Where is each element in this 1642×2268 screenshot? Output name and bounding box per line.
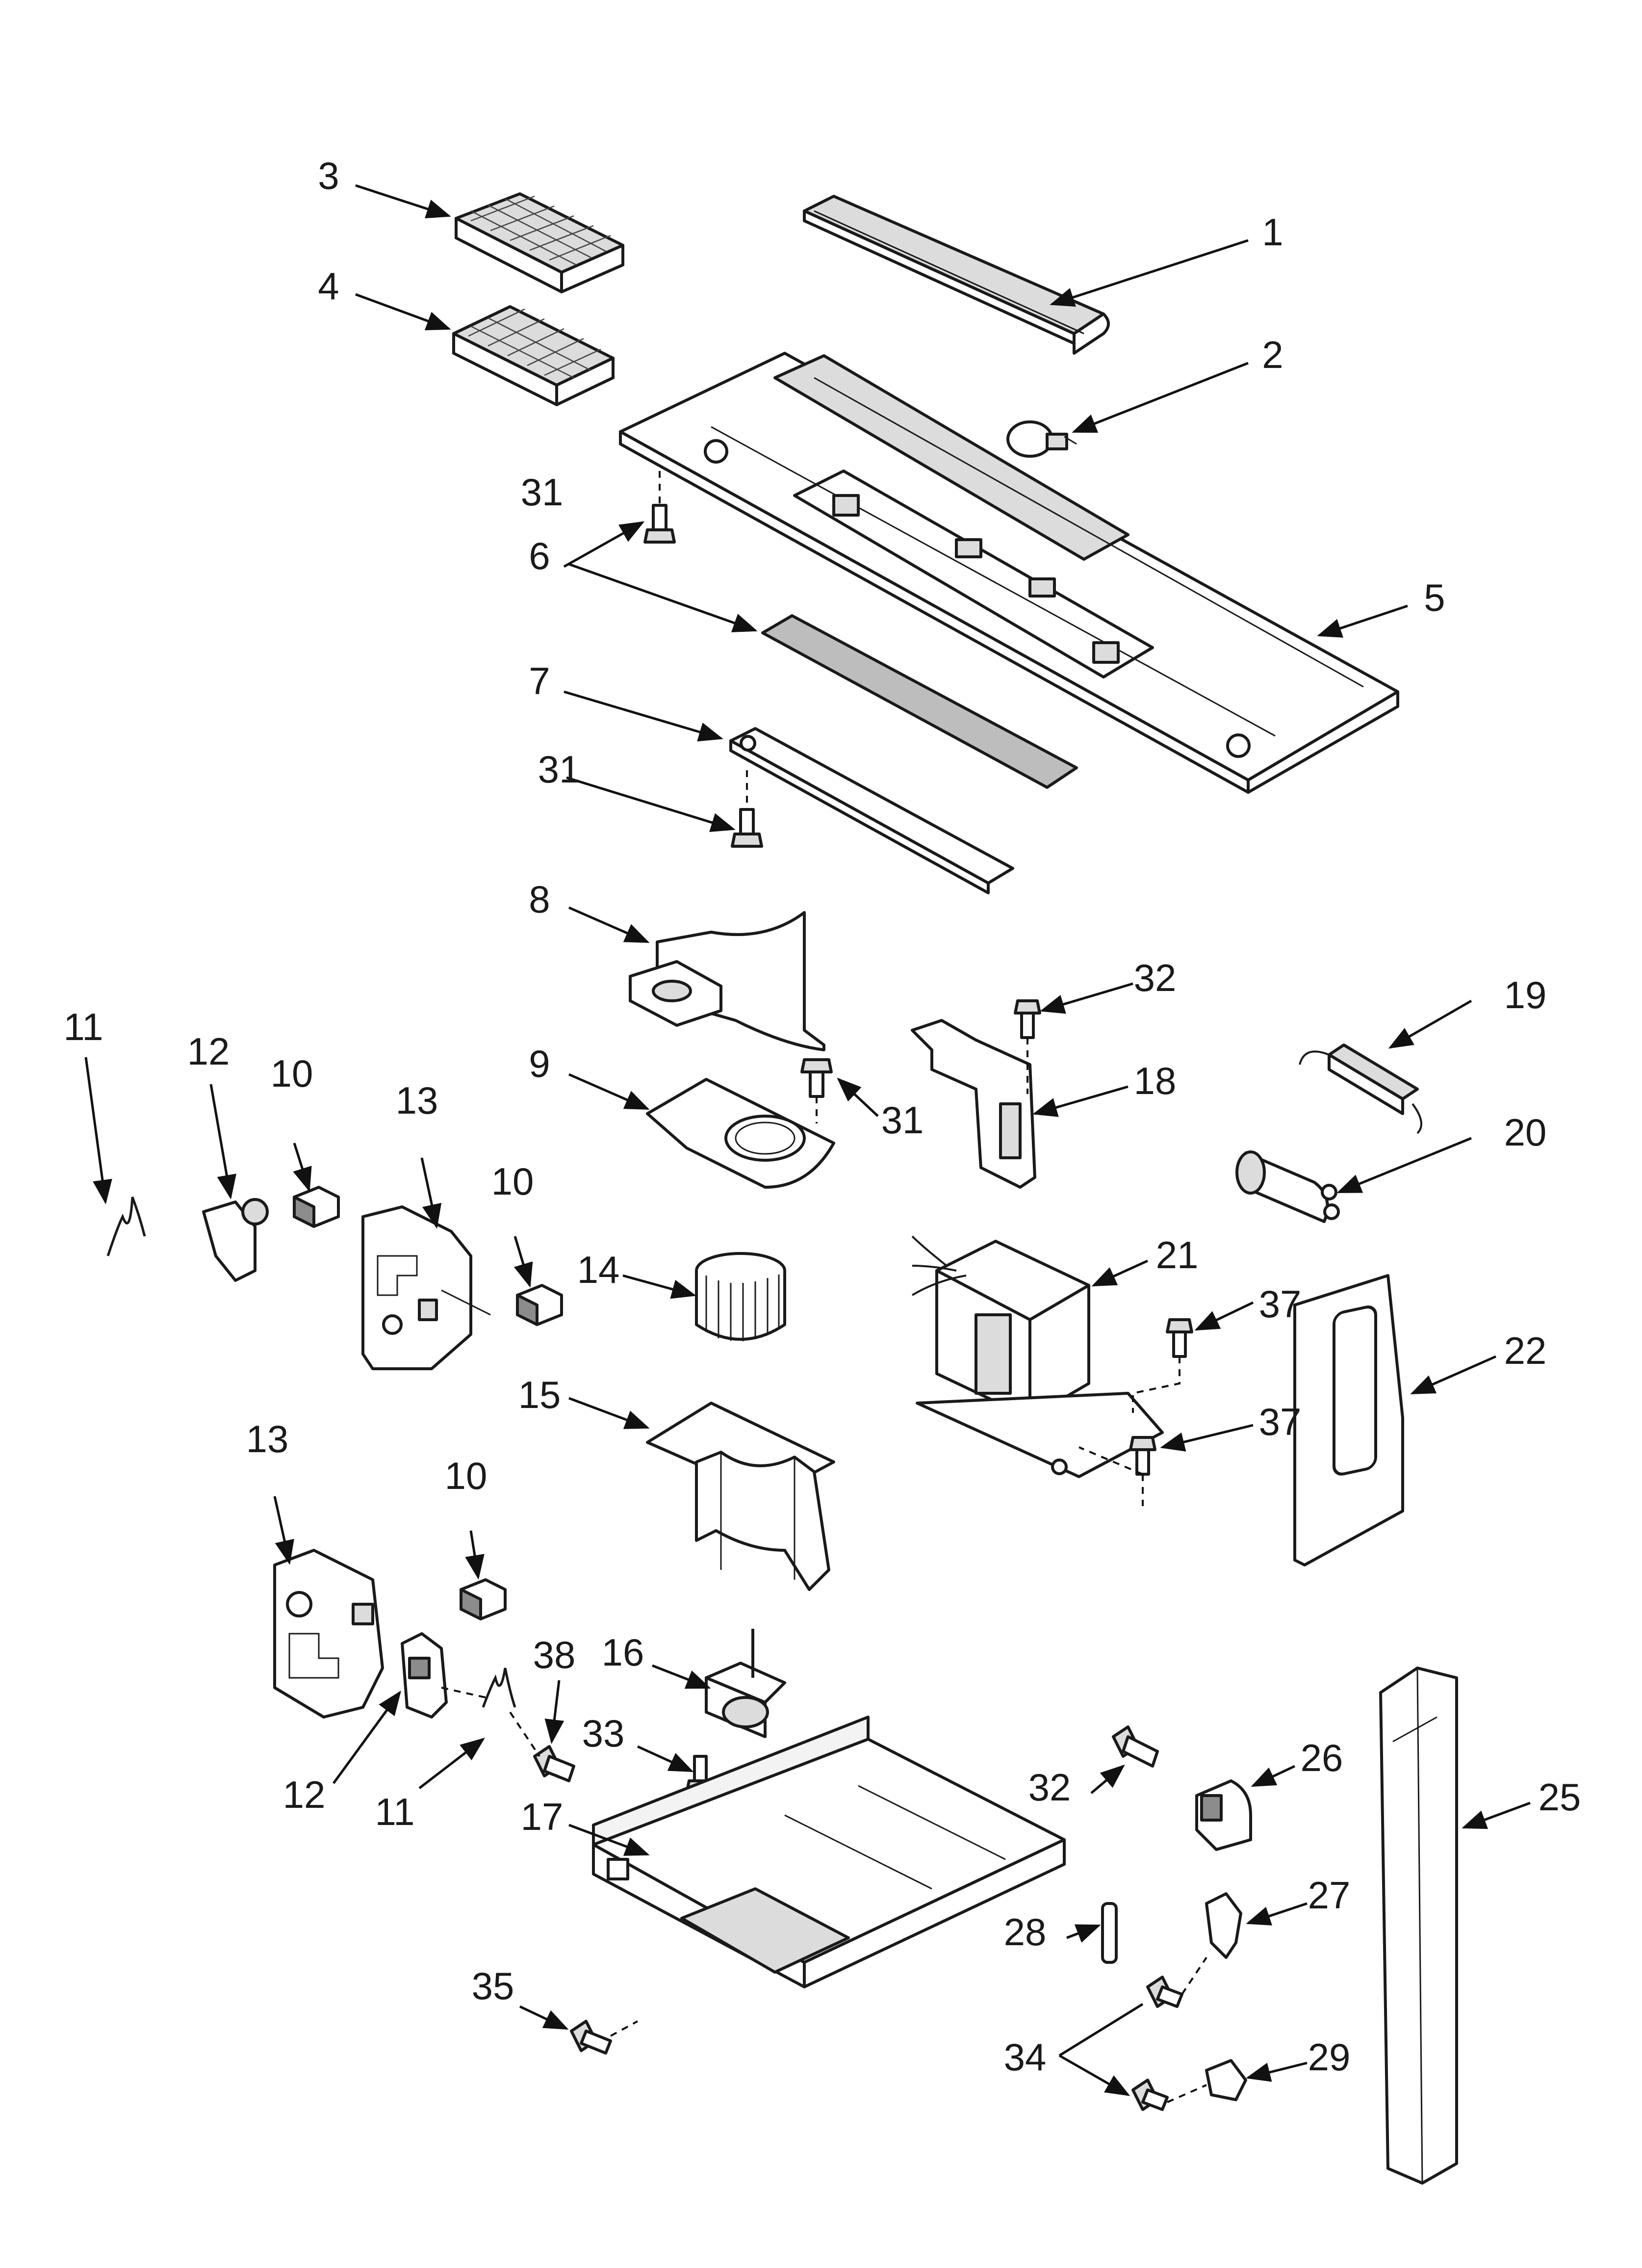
part-2-light-bulb bbox=[1006, 420, 1077, 458]
part-34-screw-a bbox=[1146, 1976, 1183, 2008]
callout-34: 34 bbox=[1004, 2035, 1047, 2079]
part-1-light-lens bbox=[803, 195, 1110, 355]
part-17-base-plate bbox=[592, 1716, 1066, 1988]
part-10-switch-a bbox=[293, 1186, 340, 1228]
callout-6: 6 bbox=[529, 534, 550, 577]
callout-9: 9 bbox=[529, 1042, 550, 1085]
part-25-side-rail bbox=[1379, 1667, 1458, 2185]
callout-22: 22 bbox=[1504, 1329, 1547, 1372]
callout-13b: 13 bbox=[246, 1417, 289, 1460]
callout-25: 25 bbox=[1539, 1775, 1581, 1819]
callout-37b: 37 bbox=[1259, 1400, 1302, 1443]
callout-20: 20 bbox=[1504, 1111, 1547, 1154]
callout-32a: 32 bbox=[1134, 956, 1177, 999]
alignment-lines bbox=[441, 471, 1207, 2103]
part-31-screw-c bbox=[800, 1058, 833, 1098]
callout-14: 14 bbox=[577, 1248, 620, 1291]
callout-10b: 10 bbox=[491, 1160, 534, 1203]
callout-33: 33 bbox=[582, 1712, 625, 1755]
callout-31b: 31 bbox=[538, 748, 581, 791]
callout-26: 26 bbox=[1301, 1736, 1343, 1779]
callout-29: 29 bbox=[1308, 2035, 1351, 2079]
callout-21: 21 bbox=[1156, 1233, 1199, 1277]
part-28-fuse bbox=[1101, 1902, 1118, 1964]
callout-1: 1 bbox=[1262, 210, 1283, 254]
part-18-bracket bbox=[911, 1019, 1036, 1189]
part-37-screw-b bbox=[1129, 1436, 1156, 1476]
part-35-screw bbox=[570, 2020, 612, 2055]
part-12-actuator-a bbox=[202, 1198, 269, 1282]
callout-27: 27 bbox=[1308, 1874, 1351, 1917]
part-6-insulation-strip bbox=[761, 614, 1078, 789]
callout-10a: 10 bbox=[271, 1052, 313, 1095]
part-38-screw bbox=[533, 1745, 575, 1782]
leader-lines bbox=[84, 184, 1531, 2096]
part-29-clip bbox=[1205, 2059, 1247, 2101]
callout-32b: 32 bbox=[1028, 1766, 1071, 1809]
part-14-blower-wheel bbox=[695, 1252, 786, 1341]
part-31-screw-a bbox=[643, 504, 676, 544]
part-5-cabinet-bottom-plate bbox=[619, 352, 1399, 794]
callout-17: 17 bbox=[521, 1795, 564, 1838]
part-11-spring-a bbox=[106, 1197, 146, 1256]
part-27-fuse-holder bbox=[1205, 1892, 1242, 1959]
callout-12a: 12 bbox=[187, 1030, 230, 1073]
callout-10c: 10 bbox=[445, 1454, 487, 1497]
part-8-blower-housing bbox=[629, 911, 825, 1051]
part-26-thermostat bbox=[1195, 1779, 1252, 1851]
part-19-thermal-fuse bbox=[1299, 1043, 1422, 1134]
part-20-capacitor bbox=[1235, 1150, 1340, 1223]
part-7-vent-channel bbox=[729, 727, 1014, 894]
callout-28: 28 bbox=[1004, 1910, 1047, 1954]
part-15-motor-bracket bbox=[646, 1402, 835, 1591]
callout-2: 2 bbox=[1262, 333, 1283, 376]
callout-3: 3 bbox=[318, 154, 339, 197]
part-12-actuator-b bbox=[401, 1632, 448, 1719]
callout-11b: 11 bbox=[375, 1790, 415, 1833]
callout-16: 16 bbox=[602, 1631, 644, 1674]
callout-8: 8 bbox=[529, 878, 550, 921]
part-21-transformer bbox=[911, 1235, 1164, 1478]
callout-12b: 12 bbox=[283, 1773, 326, 1816]
callout-4: 4 bbox=[318, 264, 339, 308]
part-10-switch-b bbox=[516, 1284, 563, 1326]
part-9-blower-plate bbox=[646, 1078, 835, 1189]
callout-31a: 31 bbox=[521, 470, 564, 514]
part-22-cover-plate bbox=[1293, 1274, 1404, 1566]
part-4-grease-filter bbox=[452, 305, 615, 406]
part-3-grease-filter bbox=[455, 192, 624, 293]
callout-18: 18 bbox=[1134, 1059, 1177, 1102]
part-34-screw-b bbox=[1131, 2079, 1169, 2111]
part-37-screw-a bbox=[1166, 1318, 1193, 1358]
callout-38: 38 bbox=[533, 1633, 576, 1676]
part-32-screw-b bbox=[1112, 1725, 1159, 1768]
callout-labels: 1 2 3 4 5 6 7 8 9 10 10 10 11 11 12 12 1… bbox=[64, 154, 1581, 2079]
part-11-spring-b bbox=[482, 1668, 516, 1708]
callout-31c: 31 bbox=[881, 1098, 924, 1142]
callout-5: 5 bbox=[1424, 576, 1445, 619]
parts-artwork bbox=[106, 192, 1458, 2185]
part-31-screw-b bbox=[731, 808, 763, 848]
part-13-latch-bracket-b bbox=[273, 1549, 384, 1719]
callout-35: 35 bbox=[472, 1964, 514, 2007]
part-16-fan-motor bbox=[705, 1629, 786, 1738]
part-32-screw-a bbox=[1014, 999, 1041, 1039]
part-10-switch-c bbox=[460, 1578, 507, 1620]
callout-19: 19 bbox=[1504, 973, 1547, 1017]
callout-7: 7 bbox=[529, 659, 550, 703]
callout-13a: 13 bbox=[396, 1079, 438, 1122]
callout-37a: 37 bbox=[1259, 1282, 1302, 1326]
part-13-latch-bracket-a bbox=[361, 1205, 491, 1370]
callout-11a: 11 bbox=[64, 1005, 103, 1048]
callout-15: 15 bbox=[518, 1373, 561, 1416]
